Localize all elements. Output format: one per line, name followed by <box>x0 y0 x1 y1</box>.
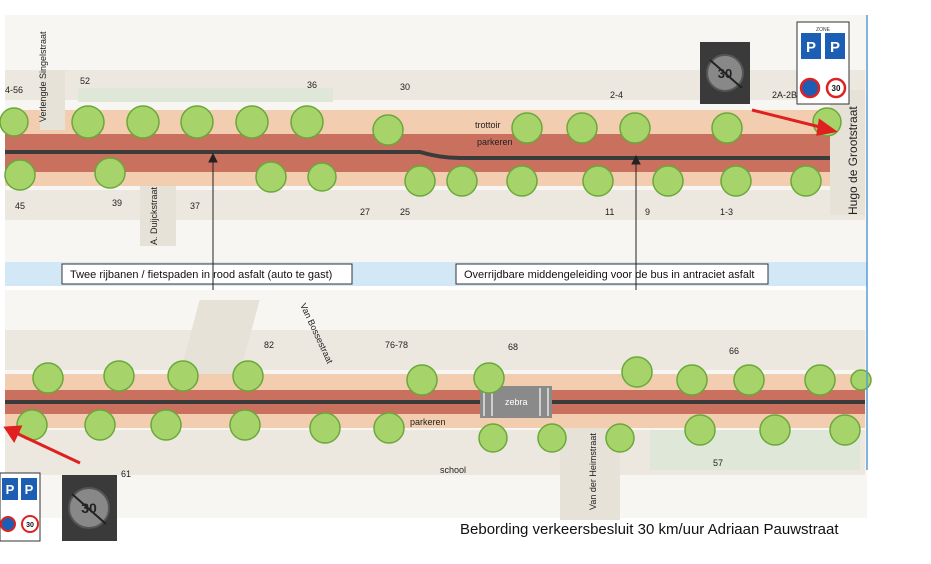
parkeren-label: parkeren <box>477 137 513 147</box>
house-number: 76-78 <box>385 340 408 350</box>
house-number: 61 <box>121 469 131 479</box>
school-label: school <box>440 465 466 475</box>
zone-end-sign-top: 30 <box>700 42 750 104</box>
svg-text:P: P <box>830 39 840 56</box>
sign-location-arrows <box>3 108 838 465</box>
svg-text:P: P <box>806 39 816 56</box>
zone-end-sign-bottom: 30 <box>62 475 117 541</box>
callout-box-right <box>455 263 769 285</box>
callout-box-left <box>61 263 353 285</box>
house-number: 36 <box>307 80 317 90</box>
svg-text:ZONE: ZONE <box>816 27 831 33</box>
bottom-plan: 82 76-78 68 66 61 57 zebra parkeren scho… <box>5 290 872 520</box>
house-number: 37 <box>190 201 200 211</box>
house-number: 52 <box>80 76 90 86</box>
house-number: 39 <box>112 198 122 208</box>
house-number: 2A-2B <box>772 90 797 100</box>
parkeren-label: parkeren <box>410 417 446 427</box>
svg-text:30: 30 <box>832 84 841 93</box>
callout-left: Twee rijbanen / fietspaden in rood asfal… <box>70 269 332 281</box>
street-name-verlengde-singelstraat: Verlengde Singelstraat <box>38 31 48 122</box>
bus-median <box>5 150 865 160</box>
house-number: 1-3 <box>720 207 733 217</box>
street-name-hugo-de-grootstraat: Hugo de Grootstraat <box>846 106 860 215</box>
house-number: 30 <box>400 82 410 92</box>
house-number: 45 <box>15 201 25 211</box>
trees-top <box>0 105 842 197</box>
trees-bottom <box>16 356 872 453</box>
house-number: 27 <box>360 207 370 217</box>
house-number: 9 <box>645 207 650 217</box>
house-number: 82 <box>264 340 274 350</box>
svg-text:P: P <box>25 482 34 497</box>
house-number: 2-4 <box>610 90 623 100</box>
house-number: 4-56 <box>5 85 23 95</box>
street-name-a-duijckstraat: A. Duijckstraat <box>149 186 159 245</box>
house-number: 11 <box>605 207 614 217</box>
zebra-label: zebra <box>505 397 528 407</box>
trottoir-label: trottoir <box>475 120 501 130</box>
caption: Bebording verkeersbesluit 30 km/uur Adri… <box>460 521 839 538</box>
house-number: 66 <box>729 346 739 356</box>
street-name-van-der-heimstraat: Van der Heimstraat <box>588 433 598 510</box>
house-number: 57 <box>713 458 723 468</box>
svg-text:30: 30 <box>26 522 34 529</box>
house-number: 68 <box>508 342 518 352</box>
house-number: 25 <box>400 207 410 217</box>
zone-sign-bottom: P P 30 <box>0 472 41 542</box>
svg-text:P: P <box>6 482 15 497</box>
callout-right: Overrijdbare middengeleiding voor de bus… <box>464 269 754 281</box>
zone-sign-top: ZONE P P 30 <box>796 21 850 105</box>
